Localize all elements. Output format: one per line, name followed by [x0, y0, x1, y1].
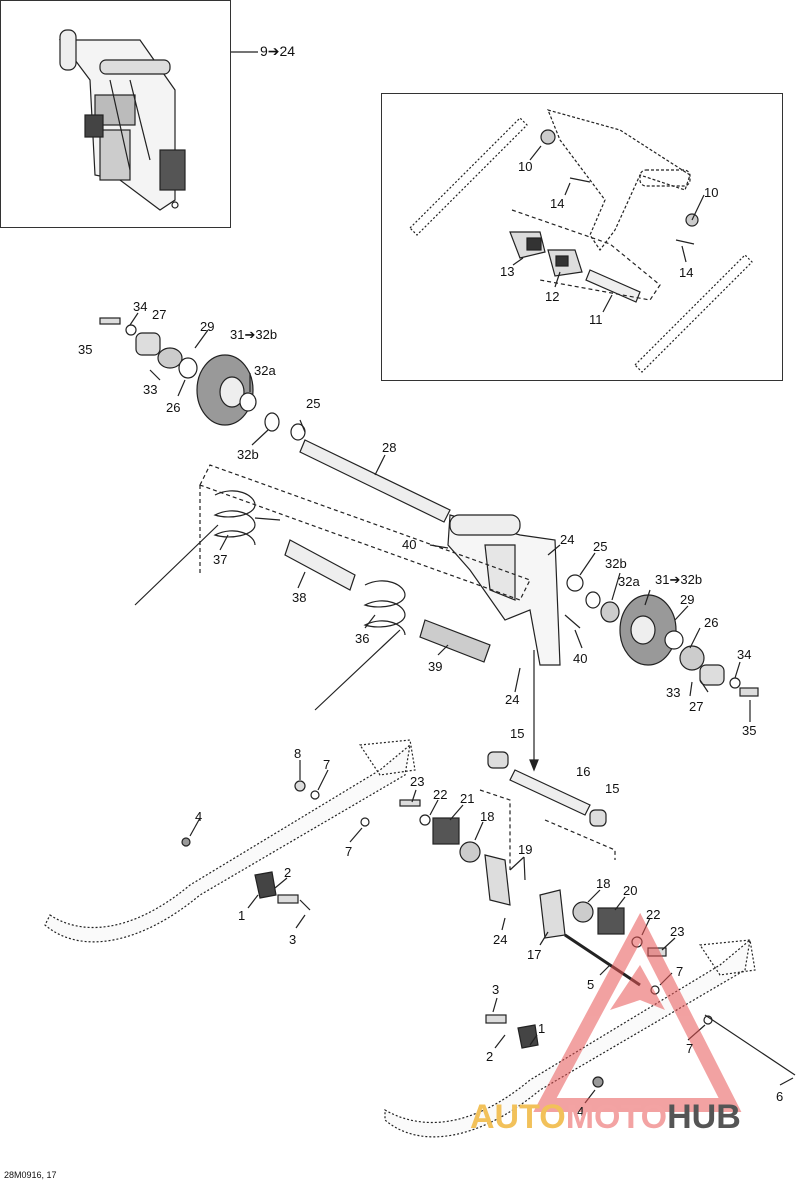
callout-18: 18: [480, 809, 495, 824]
callout-15: 15: [605, 781, 620, 796]
callout-16: 16: [576, 764, 591, 779]
callout-32b: 32b: [605, 556, 627, 571]
watermark-brand: AUTOMOTOHUB: [470, 1098, 741, 1137]
callout-38: 38: [292, 590, 307, 605]
rear-axle-assembly-drawing: [99, 317, 759, 772]
callout-24: 24: [505, 692, 520, 707]
callout-40: 40: [402, 537, 417, 552]
inset-frame-assembly: [0, 0, 231, 228]
callout-8: 8: [294, 746, 302, 761]
frame-assembly-inset-drawing: [58, 29, 258, 211]
watermark-auto: AUTO: [470, 1098, 566, 1136]
callout-10: 10: [704, 185, 719, 200]
callout-26: 26: [166, 400, 181, 415]
callout-20: 20: [623, 883, 638, 898]
callout-35: 35: [742, 723, 757, 738]
slide-rails-drawing: [44, 739, 796, 1138]
callout-32b: 32b: [237, 447, 259, 462]
callout-29: 29: [200, 319, 215, 334]
callout-14: 14: [679, 265, 694, 280]
watermark-logo-mark: [533, 912, 742, 1112]
callout-34: 34: [737, 647, 752, 662]
callout-21: 21: [460, 791, 475, 806]
callout-22: 22: [433, 787, 448, 802]
figure-code: 28M0916, 17: [4, 1170, 57, 1180]
callout-2: 2: [486, 1049, 494, 1064]
callout-24: 24: [493, 932, 508, 947]
callout-14: 14: [550, 196, 565, 211]
callout-33: 33: [143, 382, 158, 397]
callout-26: 26: [704, 615, 719, 630]
callout-15: 15: [510, 726, 525, 741]
callout-6: 6: [776, 1089, 784, 1104]
callout-3: 3: [492, 982, 500, 997]
callout-17: 17: [527, 947, 542, 962]
callout-5: 5: [587, 977, 595, 992]
callout-19: 19: [518, 842, 533, 857]
watermark-moto: MOTO: [565, 1098, 668, 1136]
callout-32a: 32a: [618, 574, 640, 589]
callout-7: 7: [345, 844, 353, 859]
callout-25: 25: [593, 539, 608, 554]
callout-35: 35: [78, 342, 93, 357]
callout-24: 24: [560, 532, 575, 547]
inset-reference-label: 9➔24: [260, 43, 296, 59]
inset-linkage: [381, 93, 783, 381]
callout-27: 27: [689, 699, 704, 714]
callout-23: 23: [670, 924, 685, 939]
callout-4: 4: [195, 809, 203, 824]
callout-29: 29: [680, 592, 695, 607]
callout-32a: 32a: [254, 363, 276, 378]
callout-10: 10: [518, 159, 533, 174]
callout-7: 7: [676, 964, 684, 979]
callout-4: 4: [577, 1104, 585, 1119]
callout-34: 34: [133, 299, 148, 314]
callout-25: 25: [306, 396, 321, 411]
callout-23: 23: [410, 774, 425, 789]
callout-39: 39: [428, 659, 443, 674]
callout-12: 12: [545, 289, 560, 304]
linkage-inset-drawing: [409, 109, 753, 373]
callout-37: 37: [213, 552, 228, 567]
callout-2: 2: [284, 865, 292, 880]
callout-33: 33: [666, 685, 681, 700]
callout-7: 7: [686, 1041, 694, 1056]
callout-40: 40: [573, 651, 588, 666]
watermark-hub: HUB: [667, 1098, 741, 1136]
callout-31-32b: 31➔32b: [230, 327, 278, 342]
callout-1: 1: [538, 1021, 546, 1036]
callout-36: 36: [355, 631, 370, 646]
callout-13: 13: [500, 264, 515, 279]
callout-22: 22: [646, 907, 661, 922]
callout-27: 27: [152, 307, 167, 322]
callout-11: 11: [589, 312, 603, 327]
callout-3: 3: [289, 932, 297, 947]
callout-31-32b: 31➔32b: [655, 572, 703, 587]
callout-18: 18: [596, 876, 611, 891]
callout-1: 1: [238, 908, 246, 923]
callout-28: 28: [382, 440, 397, 455]
callout-7: 7: [323, 757, 331, 772]
